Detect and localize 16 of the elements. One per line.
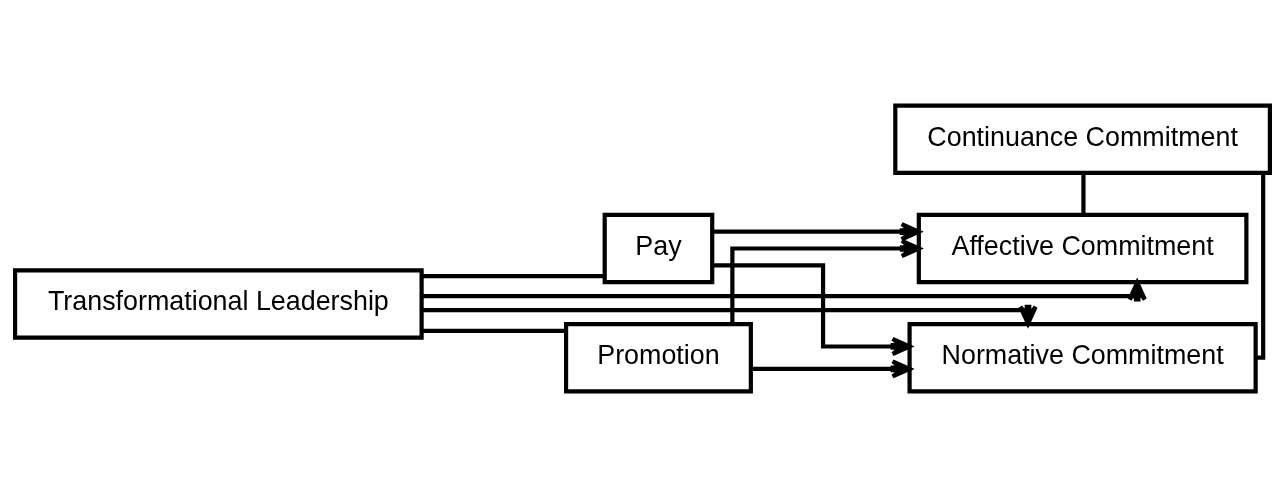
arrow	[421, 280, 1147, 302]
arrow	[712, 222, 921, 242]
arrow	[730, 238, 921, 324]
node-box: Continuance Commitment	[893, 103, 1272, 175]
connector	[421, 328, 566, 333]
node-box: Pay	[602, 212, 715, 285]
connector	[1081, 173, 1086, 215]
arrow	[712, 263, 912, 357]
node-box: Normative Commitment	[907, 322, 1258, 394]
node-box: Transformational Leadership	[13, 268, 424, 340]
connector	[1255, 172, 1266, 360]
node-box: Affective Commitment	[916, 212, 1249, 285]
connector	[421, 274, 605, 279]
node-box: Promotion	[563, 322, 753, 394]
arrow	[421, 304, 1038, 326]
arrow	[751, 359, 912, 379]
